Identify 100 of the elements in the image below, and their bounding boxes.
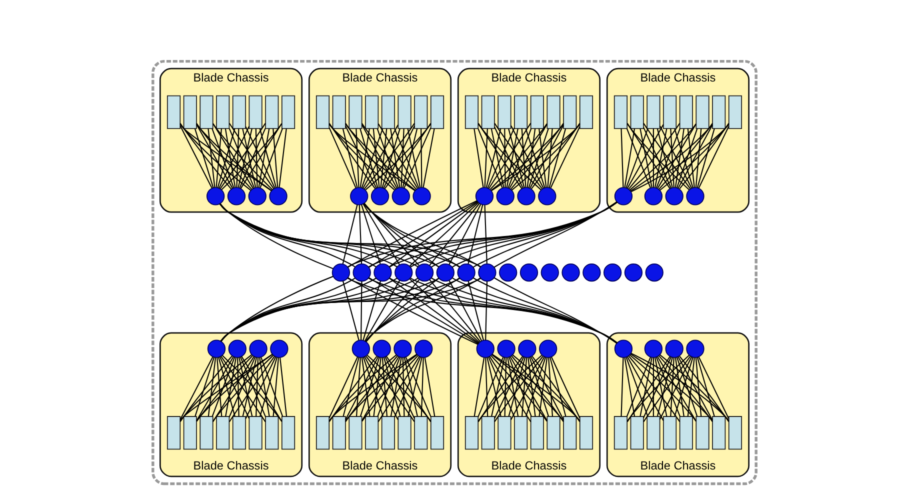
connector <box>508 128 532 188</box>
connector <box>654 128 668 188</box>
node-circle <box>412 187 431 206</box>
connector <box>491 357 506 416</box>
connector <box>656 357 673 416</box>
node-box <box>728 95 742 129</box>
connector <box>360 128 370 188</box>
node-box <box>216 416 230 450</box>
connector <box>362 280 381 340</box>
connector <box>377 356 400 417</box>
connector <box>196 124 272 192</box>
node-circle <box>538 187 556 206</box>
connector <box>364 203 460 268</box>
connector <box>212 356 254 422</box>
connector <box>362 204 400 265</box>
node-circle <box>645 263 664 282</box>
connector <box>212 356 236 417</box>
node-box <box>546 416 560 450</box>
connector <box>660 354 730 422</box>
connector <box>510 123 564 190</box>
connector <box>494 356 524 419</box>
node-box <box>200 95 214 129</box>
connector <box>384 356 415 419</box>
connector <box>345 356 379 420</box>
connector <box>342 128 358 188</box>
connector <box>630 124 713 192</box>
connector <box>488 356 515 418</box>
connector <box>643 127 672 188</box>
connector <box>448 280 482 342</box>
connector <box>216 128 222 188</box>
connector <box>328 128 356 188</box>
connector <box>208 358 216 416</box>
connector <box>258 128 270 188</box>
connector <box>548 358 554 416</box>
connector <box>212 128 234 188</box>
connector <box>348 200 478 268</box>
node-box <box>630 416 644 450</box>
node-box <box>216 95 230 129</box>
node-box <box>579 95 594 129</box>
connector <box>386 356 432 422</box>
connector <box>538 128 547 188</box>
connector <box>494 126 524 188</box>
connector <box>216 358 222 416</box>
node-circle <box>538 340 558 358</box>
connector <box>364 202 420 266</box>
connector <box>194 357 215 416</box>
connector <box>366 279 420 342</box>
connector <box>228 128 255 188</box>
connector <box>550 357 566 416</box>
connector <box>194 128 214 188</box>
connector <box>508 128 525 188</box>
connector <box>676 128 698 188</box>
connector <box>328 124 416 192</box>
cluster: Blade Chassis <box>606 68 750 213</box>
connector <box>429 279 481 342</box>
connector <box>695 128 702 188</box>
node-box <box>430 95 444 129</box>
node-circle <box>497 340 516 358</box>
cluster: Blade Chassis <box>308 68 452 213</box>
node-circle <box>270 340 288 358</box>
connector <box>643 356 691 422</box>
connector <box>196 354 273 422</box>
connector <box>390 128 400 188</box>
connector <box>259 358 270 417</box>
node-box <box>430 416 444 450</box>
connector <box>478 123 542 190</box>
connector <box>260 128 283 188</box>
connector <box>394 128 420 188</box>
connector <box>260 357 284 416</box>
node-circle <box>227 187 246 206</box>
connector <box>382 128 400 188</box>
connector <box>380 128 388 188</box>
connector <box>218 357 236 416</box>
connector <box>382 358 388 416</box>
node-box <box>646 416 660 450</box>
node-circle <box>520 263 538 282</box>
connector <box>478 128 503 188</box>
node-box <box>183 95 197 129</box>
node-box <box>316 416 330 450</box>
connector <box>504 358 507 416</box>
connector <box>328 354 417 422</box>
connector <box>407 128 421 188</box>
connector <box>328 354 397 422</box>
connector <box>212 354 274 422</box>
connector <box>484 205 488 264</box>
node-box <box>696 95 710 129</box>
connector <box>511 355 564 422</box>
connector <box>256 358 259 416</box>
connector <box>278 128 287 188</box>
connector <box>626 356 664 421</box>
connector <box>245 126 276 188</box>
node-box <box>414 95 428 129</box>
connector <box>365 123 432 190</box>
node-circle <box>228 340 246 358</box>
connector <box>378 356 420 422</box>
node-box <box>630 95 644 129</box>
connector <box>643 356 672 418</box>
connector <box>654 358 668 417</box>
connector <box>242 128 256 188</box>
connector <box>236 128 240 188</box>
